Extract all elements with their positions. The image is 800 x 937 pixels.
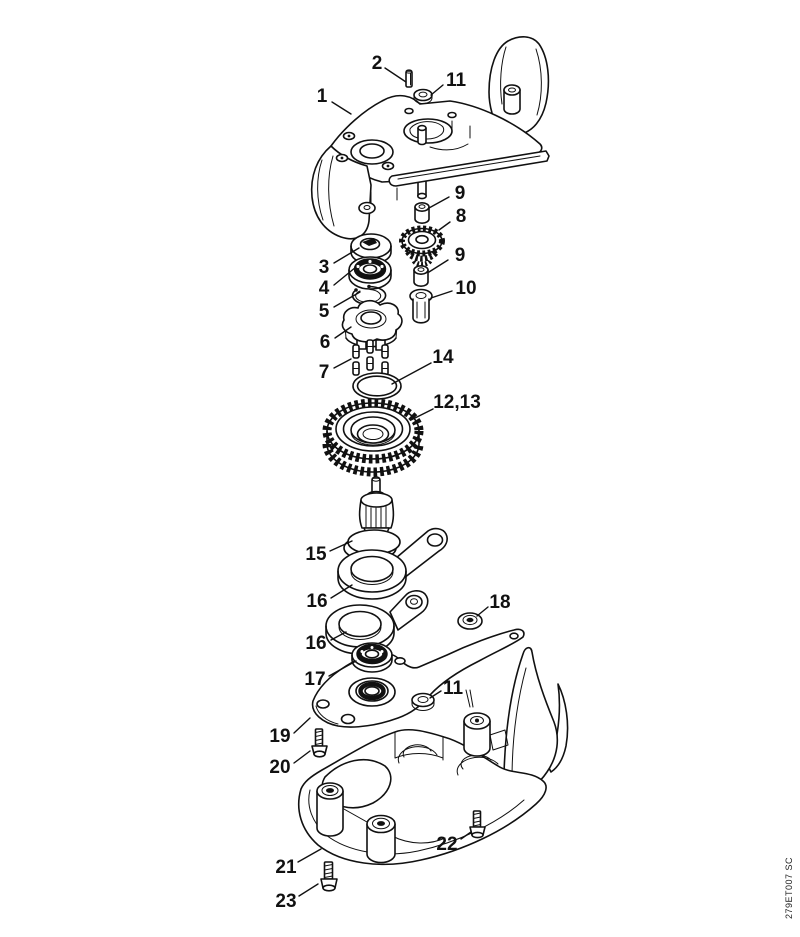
part-7-pins xyxy=(352,339,389,376)
callout-11-plate: 11 xyxy=(443,678,464,699)
part-12-13-ring-gear xyxy=(322,398,424,477)
leader-22 xyxy=(460,831,472,840)
callout-21: 21 xyxy=(275,857,297,878)
part-8-bevel-gear xyxy=(399,225,445,267)
part-18-washer xyxy=(457,612,483,630)
callout-5: 5 xyxy=(319,301,330,322)
part-23-screw xyxy=(320,861,338,892)
leader-1 xyxy=(331,101,352,115)
callout-17: 17 xyxy=(304,669,325,690)
leader-23 xyxy=(298,883,319,897)
callout-16-lower: 16 xyxy=(305,633,326,654)
part-2-pin xyxy=(405,69,413,88)
callout-8: 8 xyxy=(456,206,467,227)
part-3-keyed-washer xyxy=(350,233,392,265)
callout-10: 10 xyxy=(455,278,476,299)
callout-15: 15 xyxy=(305,544,327,565)
part-10-flanged-sleeve xyxy=(409,288,433,324)
callout-6: 6 xyxy=(320,332,331,353)
callout-22: 22 xyxy=(436,834,457,855)
callout-19: 19 xyxy=(269,726,290,747)
part-19-cover-plate xyxy=(311,628,525,728)
part-20-screw xyxy=(311,728,328,758)
leader-15 xyxy=(329,540,353,552)
callout-2: 2 xyxy=(372,53,383,74)
drawing-code: 279ET007 SC xyxy=(784,857,794,919)
leader-12-13 xyxy=(410,408,434,421)
leader-3 xyxy=(333,247,360,264)
leader-lines xyxy=(293,67,489,897)
part-11-collar-nut-plate xyxy=(411,692,435,711)
leader-18 xyxy=(476,606,489,617)
leader-16-lower xyxy=(330,631,347,641)
callout-23: 23 xyxy=(275,891,296,912)
leader-8 xyxy=(438,221,451,231)
callout-9-upper: 9 xyxy=(455,183,466,204)
callout-7: 7 xyxy=(319,362,330,383)
leader-17 xyxy=(328,660,357,677)
callout-labels: 2 11 1 9 8 9 10 3 4 5 6 14 7 12,13 15 16… xyxy=(269,53,510,912)
leader-10 xyxy=(430,290,453,299)
part-17-ball-bearing xyxy=(351,642,393,673)
callout-16-upper: 16 xyxy=(306,591,327,612)
leader-7 xyxy=(333,358,352,369)
part-6-cam-coupler xyxy=(341,299,403,351)
leader-20 xyxy=(293,750,311,764)
part-4-ball-bearing xyxy=(348,256,392,290)
leader-4 xyxy=(333,266,357,286)
part-9-bushing-lower xyxy=(413,264,429,287)
part-15-spindle xyxy=(343,476,401,561)
part-14-o-ring xyxy=(352,372,402,400)
callout-18: 18 xyxy=(489,592,510,613)
leader-5 xyxy=(333,291,361,308)
callout-11-top: 11 xyxy=(446,70,467,91)
part-11-collar-nut-top xyxy=(413,88,433,104)
leader-19 xyxy=(293,717,311,734)
leader-11-plate xyxy=(429,690,442,699)
part-9-bushing-upper xyxy=(414,202,430,224)
leader-14 xyxy=(391,362,432,385)
leader-9-lower xyxy=(428,259,449,273)
leader-9-upper xyxy=(428,196,450,209)
callout-20: 20 xyxy=(269,757,290,778)
leader-21 xyxy=(297,848,322,863)
leader-16-upper xyxy=(330,584,353,599)
part-16-lever-upper xyxy=(337,527,448,600)
part-22-screw xyxy=(469,810,486,839)
leader-2 xyxy=(384,67,407,83)
leader-6 xyxy=(334,326,352,339)
callout-14: 14 xyxy=(432,347,454,368)
part-16-lever-lower xyxy=(325,590,429,655)
callout-9-lower: 9 xyxy=(455,245,466,266)
leader-11-top xyxy=(430,84,444,96)
part-1-gear-housing xyxy=(310,36,550,240)
callout-1: 1 xyxy=(317,86,328,107)
callout-12-13: 12,13 xyxy=(433,392,481,413)
callout-4: 4 xyxy=(319,278,330,299)
callout-3: 3 xyxy=(319,257,330,278)
